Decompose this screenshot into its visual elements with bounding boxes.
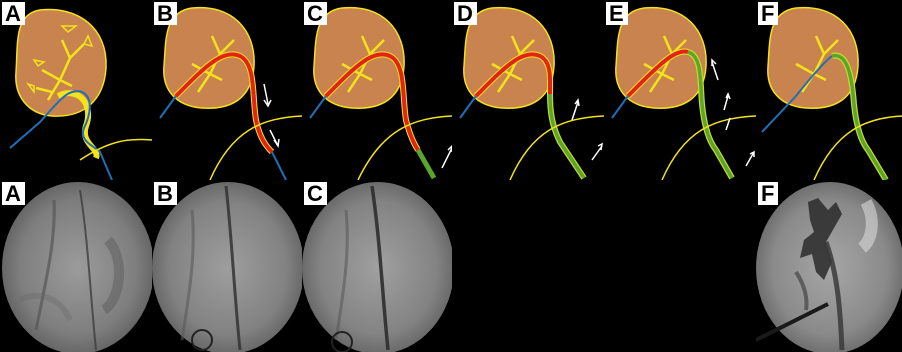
panel-label: F — [758, 2, 778, 25]
panel-label: A — [2, 2, 25, 25]
panel-label: C — [304, 2, 327, 25]
schematic-b — [152, 0, 302, 180]
fluoroscopy-panel-c: C — [302, 180, 452, 352]
diagram-panel-c: C — [302, 0, 452, 180]
schematic-c — [302, 0, 452, 180]
fluoroscopy-panel-b: B — [152, 180, 302, 352]
panel-label: B — [154, 182, 177, 205]
fluoroscopy-panel-a: A — [0, 180, 152, 352]
panel-label: B — [154, 2, 177, 25]
diagram-panel-d: D — [452, 0, 604, 180]
schematic-d — [452, 0, 604, 180]
diagram-panel-e: E — [604, 0, 756, 180]
fluoroscopy-image-b — [152, 180, 302, 352]
panel-label: D — [454, 2, 477, 25]
diagram-panel-f: F — [756, 0, 902, 180]
fluoroscopy-panel-f: F — [756, 180, 902, 352]
panel-label: C — [304, 182, 327, 205]
diagram-panel-a: A — [0, 0, 152, 180]
diagram-panel-b: B — [152, 0, 302, 180]
panel-label: E — [606, 2, 628, 25]
schematic-a — [0, 0, 152, 180]
schematic-e — [604, 0, 756, 180]
panel-label: A — [2, 182, 25, 205]
fluoroscopy-image-a — [0, 180, 152, 352]
fluoroscopy-image-c — [302, 180, 452, 352]
fluoroscopy-image-f — [756, 180, 902, 352]
schematic-f — [756, 0, 902, 180]
panel-label: F — [758, 182, 778, 205]
